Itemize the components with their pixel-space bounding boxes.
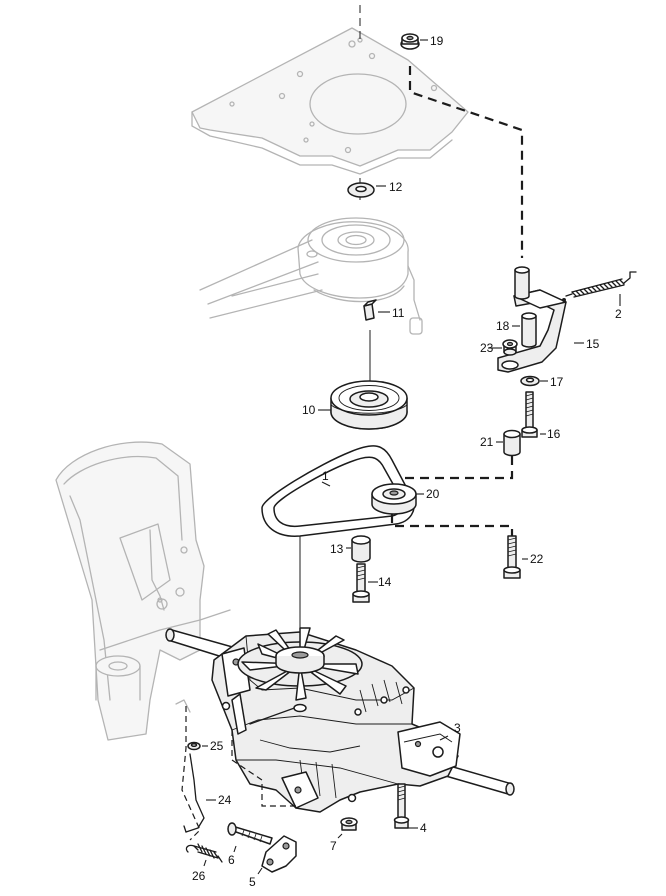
callout-13: 13 — [330, 542, 344, 556]
callout-7: 7 — [330, 839, 337, 853]
stud-post-on-bracket — [514, 266, 530, 300]
callout-1: 1 — [322, 469, 329, 483]
callout-19: 19 — [430, 34, 444, 48]
electric-pto-clutch — [199, 217, 423, 335]
callout-11: 11 — [392, 306, 405, 320]
mounting-bracket-5 — [257, 835, 297, 875]
drive-belt-1 — [261, 445, 415, 537]
retaining-clip-25 — [187, 741, 208, 751]
bolt-14 — [352, 563, 376, 603]
callout-4: 4 — [420, 821, 427, 835]
extension-spring-2 — [565, 271, 637, 306]
washer-12 — [347, 182, 386, 198]
callout-26: 26 — [192, 869, 206, 883]
idler-arm-bracket-15 — [497, 289, 584, 373]
spacer-13 — [346, 535, 371, 563]
assembly-path-21-20 — [402, 456, 514, 480]
callout-24: 24 — [218, 793, 232, 807]
callout-16: 16 — [547, 427, 561, 441]
pulley-10 — [318, 380, 408, 430]
assembly-path-20-22 — [390, 514, 514, 536]
callout-20: 20 — [426, 487, 440, 501]
spring-26 — [185, 843, 223, 867]
nut-7 — [337, 817, 358, 839]
callout-2: 2 — [615, 307, 622, 321]
nut-23 — [502, 339, 518, 356]
callout-15: 15 — [586, 337, 600, 351]
callout-23: 23 — [480, 341, 494, 355]
idler-pulley-20 — [371, 483, 424, 515]
deck-mounting-plate — [191, 27, 469, 175]
bolt-6 — [227, 822, 273, 853]
spacer-18 — [512, 312, 537, 348]
tractor-frame — [55, 441, 231, 741]
callout-6: 6 — [228, 853, 235, 867]
hydrostatic-transaxle-3 — [165, 627, 515, 813]
callout-12: 12 — [389, 180, 403, 194]
spacer-21 — [496, 429, 521, 457]
bolt-22 — [503, 535, 528, 579]
callout-22: 22 — [530, 552, 544, 566]
key-11 — [363, 299, 390, 321]
leader-3 — [439, 735, 449, 741]
callout-25: 25 — [210, 739, 224, 753]
assembly-path-24-frame — [181, 706, 201, 841]
callout-18: 18 — [496, 319, 510, 333]
assembly-path-5-transaxle — [231, 730, 296, 807]
callout-17: 17 — [550, 375, 564, 389]
bolt-4 — [393, 783, 418, 829]
callout-21: 21 — [480, 435, 494, 449]
washer-17 — [520, 375, 548, 387]
callout-14: 14 — [378, 575, 392, 589]
callout-3: 3 — [454, 721, 461, 735]
callout-10: 10 — [302, 403, 316, 417]
flange-nut-19 — [400, 33, 428, 50]
bolt-16 — [521, 391, 546, 438]
bypass-rod-24 — [183, 753, 216, 833]
callout-5: 5 — [249, 875, 256, 889]
